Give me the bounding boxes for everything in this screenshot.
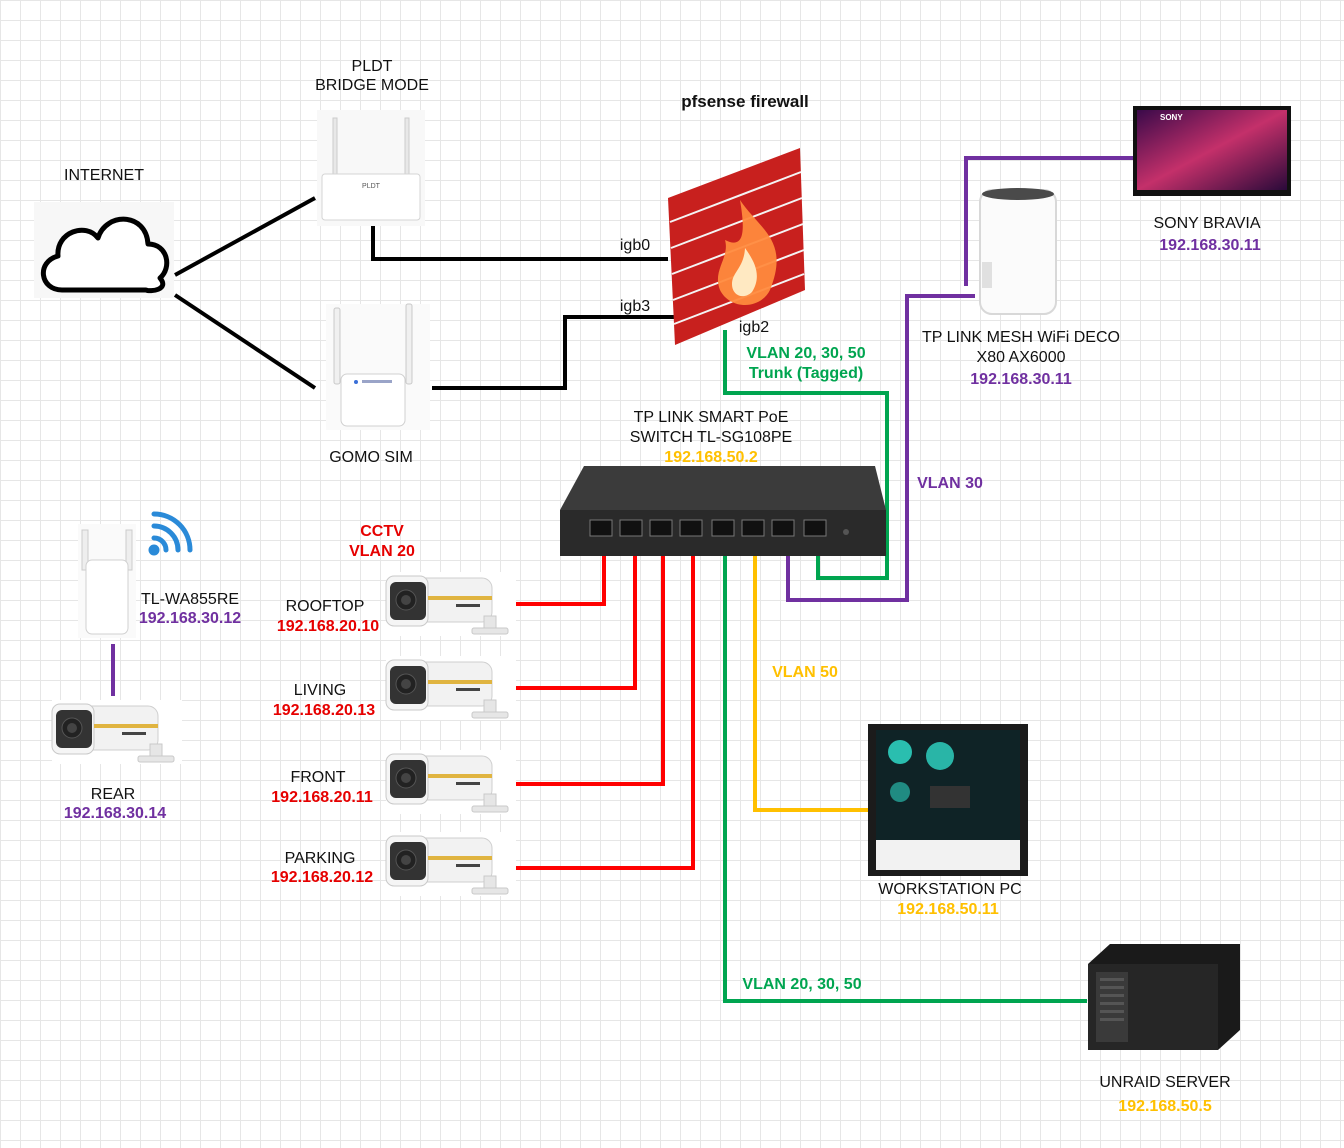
cctv-camera-icon (385, 831, 517, 897)
extender-ip: 192.168.30.12 (138, 610, 242, 627)
vlan50-label: VLAN 50 (772, 664, 838, 681)
rear-label: REAR (90, 786, 136, 803)
link-switch-workstation-vlan50 (753, 536, 868, 812)
gomo-label: GOMO SIM (329, 449, 413, 466)
unraid-label: UNRAID SERVER (1099, 1074, 1231, 1091)
switch-label-line2: SWITCH TL-SG108PE (629, 429, 793, 446)
igb2-label: igb2 (738, 319, 770, 336)
firewall-icon (668, 148, 805, 345)
tv-label: SONY BRAVIA (1153, 215, 1261, 232)
link-gomo-igb3 (432, 315, 675, 390)
vlan30-label: VLAN 30 (917, 475, 983, 492)
router-icon (326, 303, 430, 430)
link-internet-pldt (174, 196, 316, 277)
link-switch-parking (516, 536, 695, 870)
workstation-ip: 192.168.50.11 (897, 901, 999, 918)
switch-icon (560, 466, 886, 556)
link-deco-tv (964, 156, 1134, 286)
pldt-label-line2: BRIDGE MODE (315, 77, 429, 94)
link-switch-deco-vlan30 (786, 294, 975, 602)
wifi-icon (148, 511, 193, 556)
cctv-camera-icon (385, 571, 517, 637)
tv-ip: 192.168.30.11 (1159, 237, 1261, 254)
igb3-label: igb3 (619, 298, 651, 315)
cctv-camera-icon (385, 655, 517, 721)
link-pldt-igb0 (371, 226, 668, 261)
pldt-label-line1: PLDT (351, 58, 393, 75)
camera-ip: 192.168.20.12 (270, 869, 374, 886)
camera-ip: 192.168.20.10 (276, 618, 380, 635)
server-icon (1088, 944, 1240, 1050)
camera-label: ROOFTOP (285, 598, 365, 615)
camera-ip: 192.168.20.11 (271, 789, 373, 806)
camera-label: LIVING (293, 682, 347, 699)
deco-label-line1: TP LINK MESH WiFi DECO (922, 329, 1120, 346)
firewall-label: pfsense firewall (681, 92, 809, 111)
workstation-label: WORKSTATION PC (878, 881, 1022, 898)
extender-label: TL-WA855RE (140, 591, 240, 608)
camera-ip: 192.168.20.13 (272, 702, 376, 719)
camera-label: PARKING (284, 850, 356, 867)
cctv-camera-icon (51, 699, 183, 765)
link-switch-unraid (723, 536, 1087, 1003)
link-switch-front (516, 536, 665, 786)
camera-label: FRONT (290, 769, 346, 786)
pldt-logo: PLDT (362, 183, 381, 190)
tv-brand-logo: SONY (1160, 113, 1183, 122)
igb0-label: igb0 (619, 237, 651, 254)
pc-tower-icon (868, 724, 1028, 876)
range-extender-icon (78, 524, 136, 638)
cloud-icon (34, 202, 174, 298)
link-switch-rooftop (516, 536, 606, 606)
deco-ip: 192.168.30.11 (970, 371, 1072, 388)
server-vlan-label: VLAN 20, 30, 50 (742, 976, 862, 993)
unraid-ip: 192.168.50.5 (1118, 1098, 1212, 1115)
switch-label-line1: TP LINK SMART PoE (633, 409, 789, 426)
link-switch-living (516, 536, 637, 690)
link-internet-gomo (173, 293, 317, 390)
cctv-label-line2: VLAN 20 (349, 543, 415, 560)
deco-label-line2: X80 AX6000 (976, 349, 1066, 366)
link-firewall-switch-trunk (723, 330, 889, 580)
cctv-label-line1: CCTV (360, 523, 404, 540)
mesh-router-icon (979, 188, 1057, 315)
trunk-label-line2: Trunk (Tagged) (748, 365, 864, 382)
trunk-label-line1: VLAN 20, 30, 50 (746, 345, 866, 362)
cctv-camera-icon (385, 749, 517, 815)
router-icon: PLDT (317, 110, 425, 226)
internet-label: INTERNET (64, 167, 144, 184)
switch-ip: 192.168.50.2 (664, 449, 758, 466)
tv-icon: SONY (1133, 106, 1291, 196)
rear-ip: 192.168.30.14 (63, 805, 167, 822)
